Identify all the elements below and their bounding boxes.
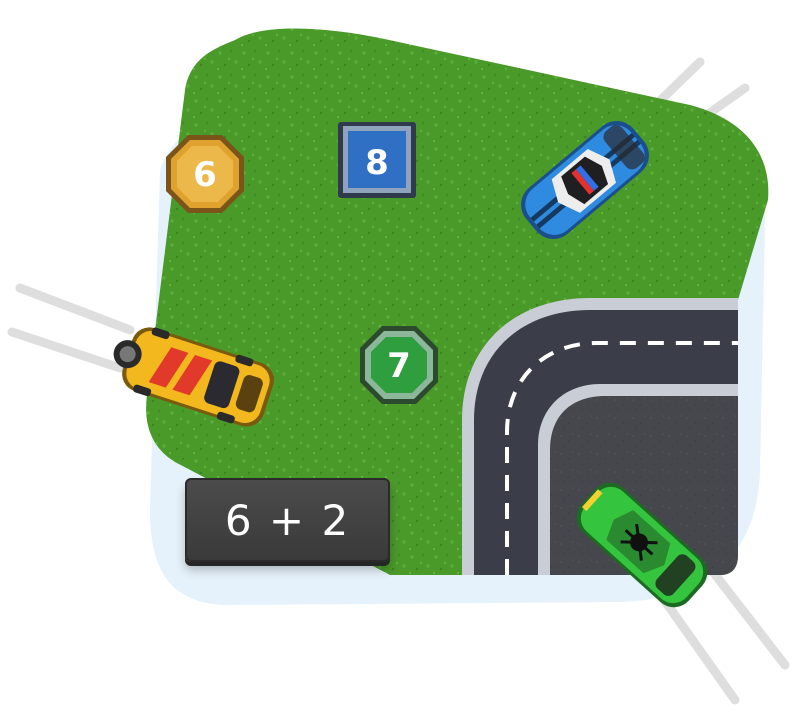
road-corner: [462, 298, 740, 575]
equation-panel: 6 + 2: [185, 478, 390, 562]
answer-option-7[interactable]: 7: [360, 326, 438, 404]
answer-option-6[interactable]: 6: [166, 135, 244, 213]
answer-option-8-label: 8: [365, 143, 389, 183]
answer-option-6-label: 6: [193, 155, 217, 195]
answer-option-7-label: 7: [387, 346, 411, 386]
equation-text: 6 + 2: [224, 495, 351, 545]
green-race-car: [576, 482, 708, 608]
answer-option-8[interactable]: 8: [338, 122, 416, 198]
blue-police-car: [521, 121, 649, 239]
yellow-race-car: [113, 327, 274, 427]
